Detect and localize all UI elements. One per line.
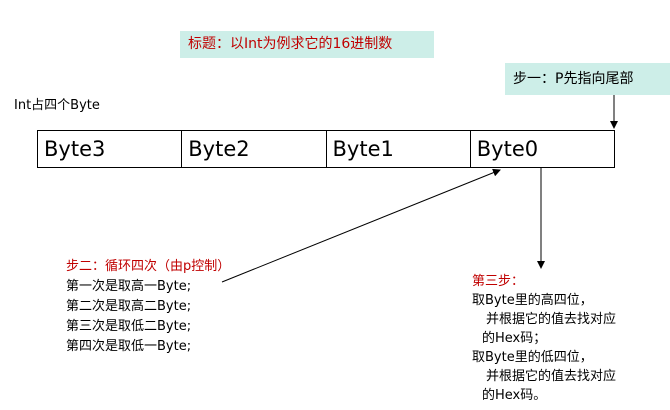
byte-cell-0: Byte0 (476, 137, 539, 161)
step3-line: 并根据它的值去找对应 (486, 312, 617, 327)
step3-line: 取Byte里的低四位， (472, 350, 593, 365)
step3-line: 的Hex码； (482, 331, 547, 346)
step2-line: 第二次是取高二Byte; (66, 299, 192, 314)
int-label: Int占四个Byte (14, 98, 100, 113)
step3-line: 并根据它的值去找对应 (486, 369, 617, 384)
step3-heading: 第三步： (472, 274, 525, 289)
step3-line: 的Hex码。 (482, 388, 547, 403)
byte-cell-1: Byte1 (327, 131, 471, 167)
step1-note: 步一：P先指向尾部 (505, 63, 670, 95)
diagram-title: 标题：以Int为例求它的16进制数 (180, 31, 434, 58)
step2-note: 步二：循环四次（由p控制） 第一次是取高一Byte; 第二次是取高二Byte; … (66, 257, 230, 357)
byte-row: Byte3 Byte2 Byte1 Byte0 (37, 130, 615, 168)
step2-line: 第一次是取高一Byte; (66, 279, 192, 294)
step2-line: 第三次是取低二Byte; (66, 319, 192, 334)
step3-line: 取Byte里的高四位， (472, 293, 593, 308)
step2-heading: 步二：循环四次（由p控制） (66, 259, 231, 274)
step3-note: 第三步： 取Byte里的高四位， 并根据它的值去找对应 的Hex码； 取Byte… (472, 272, 616, 405)
byte-cell-2: Byte2 (182, 131, 327, 167)
step2-line: 第四次是取低一Byte; (66, 339, 192, 354)
byte-cell-3: Byte3 (38, 131, 183, 167)
arrow-step2-to-byte0 (221, 168, 501, 283)
